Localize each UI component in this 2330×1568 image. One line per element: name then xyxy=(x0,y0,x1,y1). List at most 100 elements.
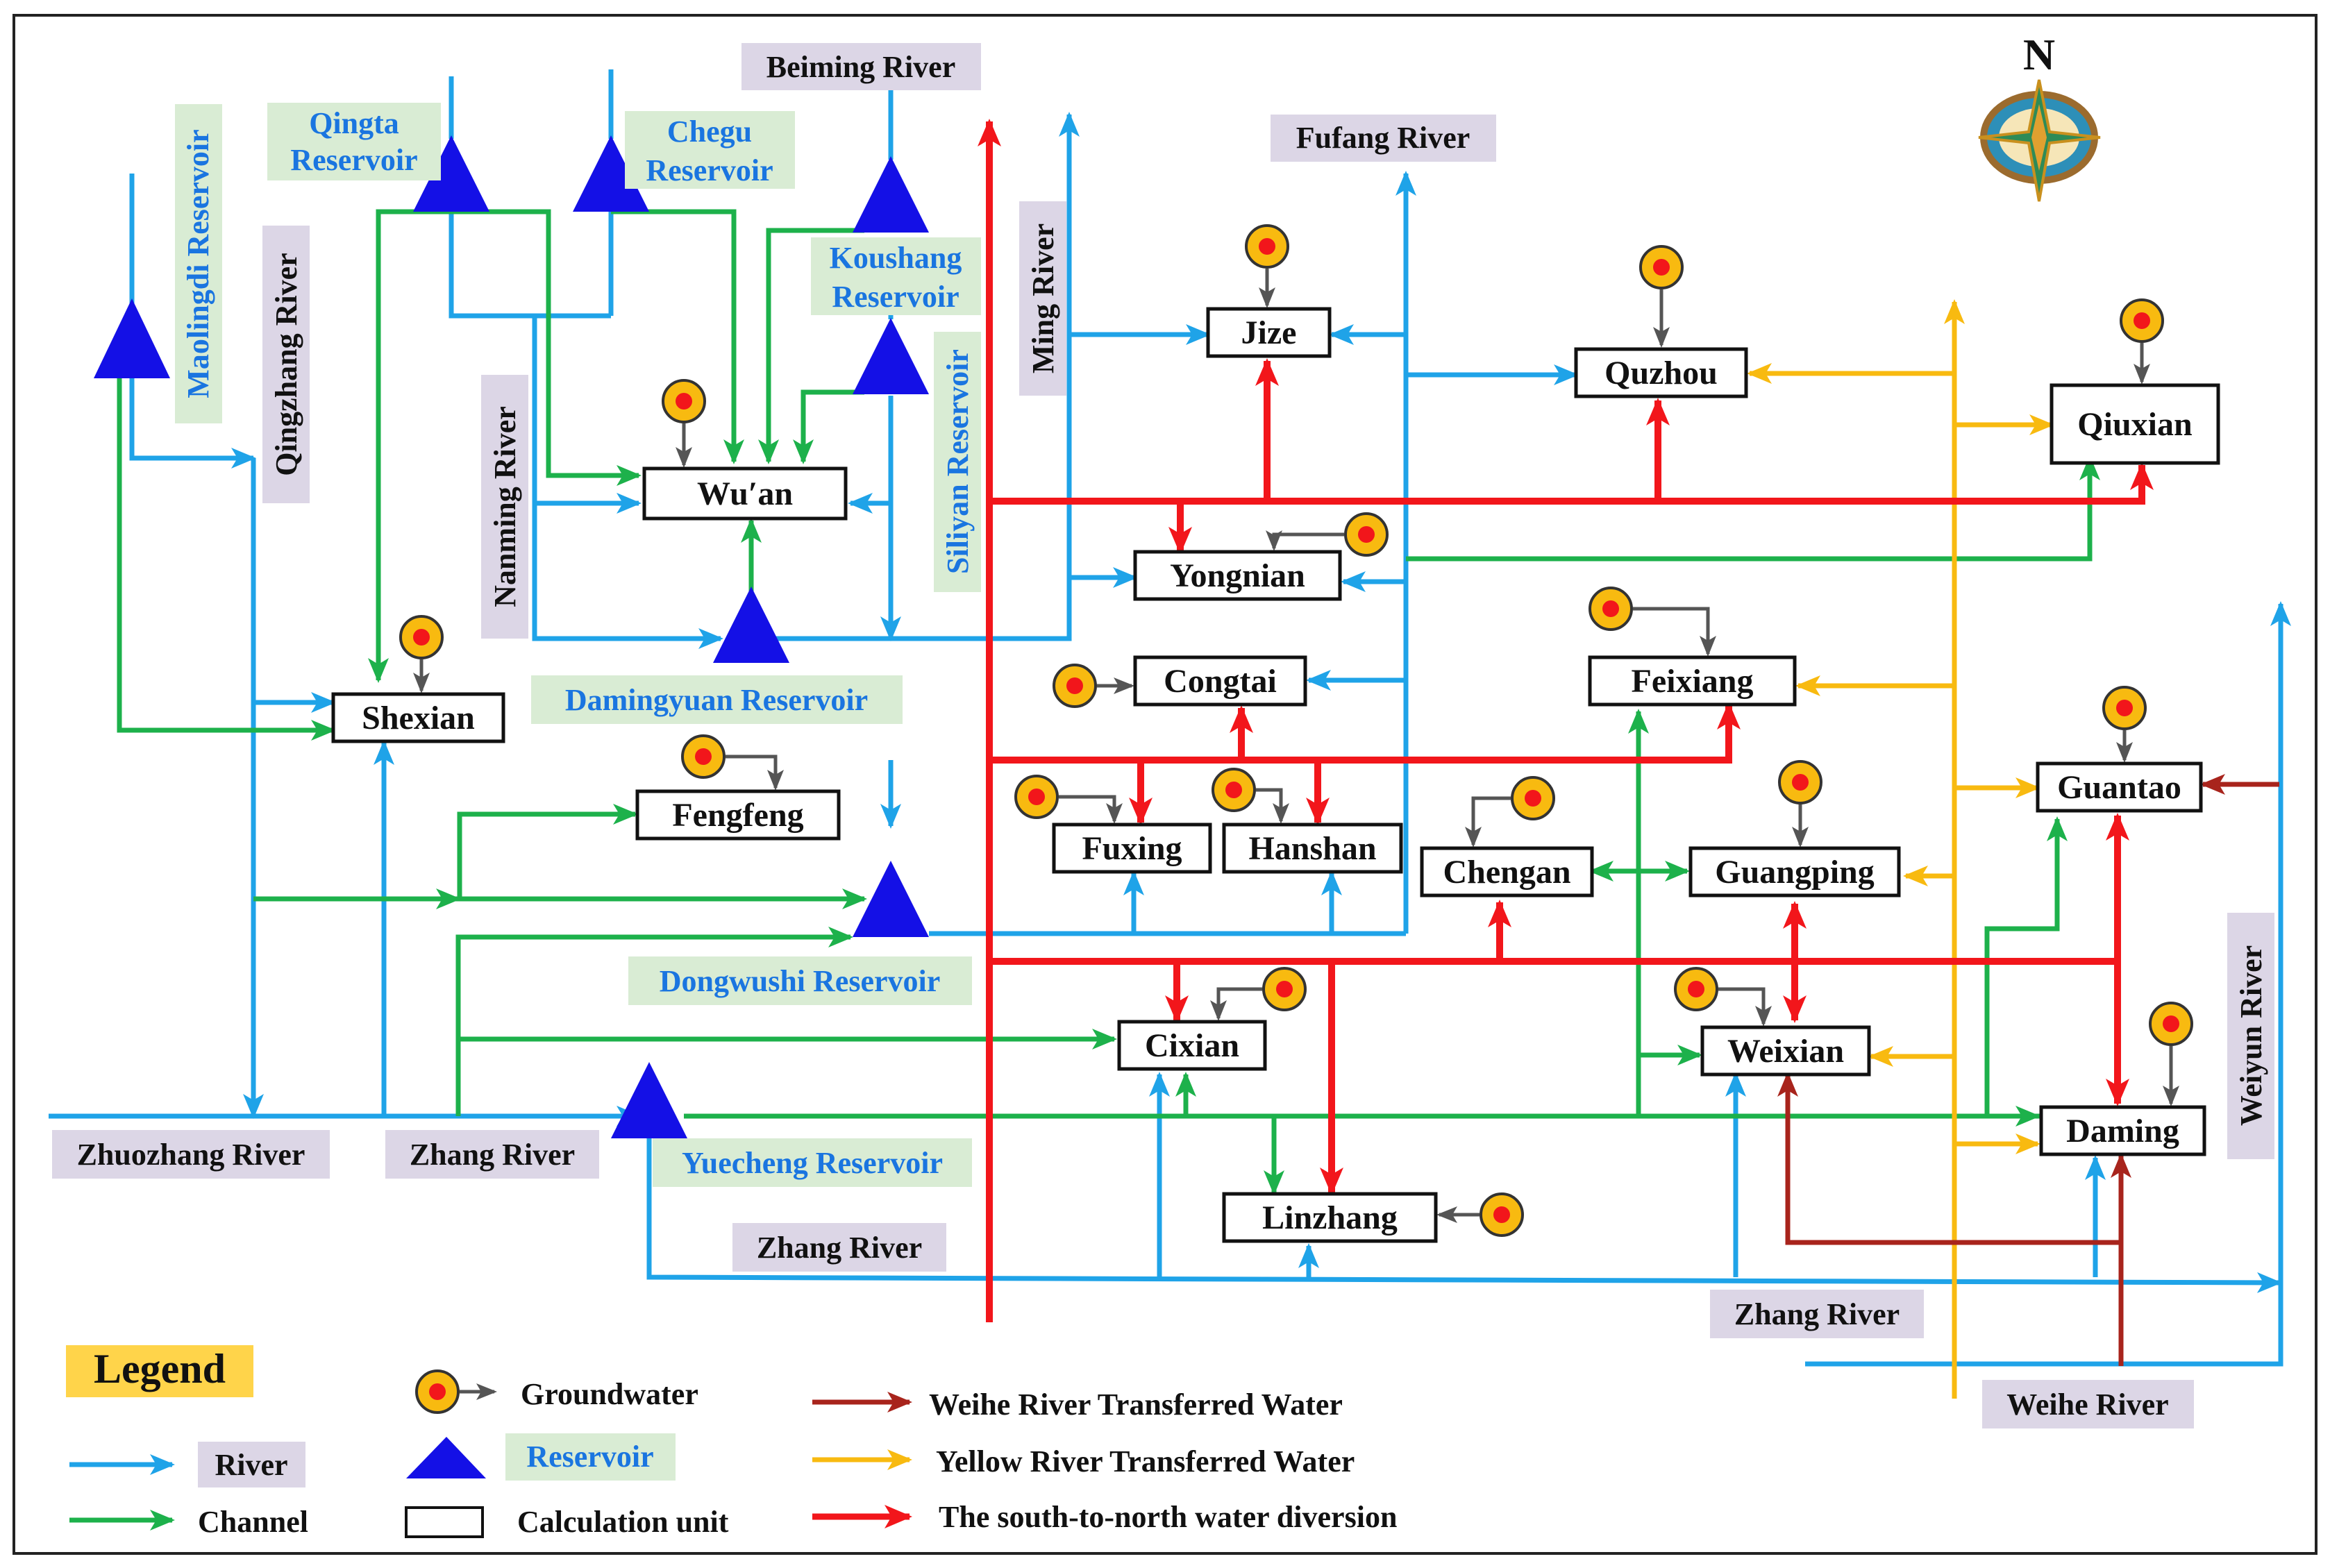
legend-reservoir-label: Reservoir xyxy=(526,1440,653,1474)
unit-box-shexian xyxy=(331,692,505,743)
qingzhang-label-bg xyxy=(262,226,310,503)
fufang-label-bg xyxy=(1271,115,1496,162)
unit-box-wuan xyxy=(642,466,848,521)
unit-box-weixian xyxy=(1700,1025,1871,1077)
siliyan-reservoir-icon xyxy=(853,318,929,394)
legend-title: Legend xyxy=(94,1346,226,1392)
unit-fuxing: Fuxing xyxy=(1052,823,1212,874)
channel-to-fengfeng xyxy=(457,804,638,899)
maolingdi-label: Maolingdi Reservoir xyxy=(181,129,215,398)
qingzhang-river-label: Qingzhang River xyxy=(269,253,303,475)
unit-box-linzhang xyxy=(1222,1192,1438,1243)
unit-wuan: Wu′an xyxy=(642,466,848,521)
unit-guangping: Guangping xyxy=(1688,846,1901,897)
dongwushi-label: Dongwushi Reservoir xyxy=(660,964,941,998)
groundwater-icon-fengfeng xyxy=(681,734,784,791)
qingta-to-shexian xyxy=(368,209,451,683)
chegu-to-wuan xyxy=(611,209,744,464)
qingta-label-bg xyxy=(267,103,441,180)
unit-shexian: Shexian xyxy=(331,692,505,743)
groundwater-icon-weixian xyxy=(1674,967,1772,1027)
channel-network xyxy=(117,209,2100,1195)
unit-box-jize xyxy=(1206,307,1332,358)
unit-daming: Daming xyxy=(2039,1105,2206,1156)
unit-box-qiuxian xyxy=(2050,383,2220,465)
legend-channel-label: Channel xyxy=(198,1505,308,1539)
groundwater-icon-cixian xyxy=(1210,967,1307,1021)
unit-label-hanshan: Hanshan xyxy=(1248,830,1376,867)
weihe-to-weixian xyxy=(1777,1072,2121,1245)
diagram-frame xyxy=(12,14,2318,1555)
legend-reservoir-icon xyxy=(406,1437,486,1478)
legend-unit-label: Calculation unit xyxy=(517,1505,729,1539)
koushang-label-bg xyxy=(811,237,981,315)
groundwater-icon-feixiang xyxy=(1589,587,1716,657)
unit-box-guantao xyxy=(2036,761,2203,813)
groundwater-icon-hanshan xyxy=(1212,768,1289,824)
unit-box-feixiang xyxy=(1588,655,1797,707)
channel-to-guantao xyxy=(1984,816,2068,1116)
koushang-to-wuan xyxy=(758,228,864,464)
legend-title-bg xyxy=(66,1345,253,1397)
nanming-lower xyxy=(532,503,723,649)
unit-label-shexian: Shexian xyxy=(362,700,475,736)
groundwater-icon-fuxing xyxy=(1014,775,1123,824)
groundwater-icon-linzhang xyxy=(1436,1192,1524,1237)
legend-groundwater-label: Groundwater xyxy=(521,1377,698,1411)
unit-fengfeng: Fengfeng xyxy=(635,789,841,841)
qingta-reservoir-icon xyxy=(413,135,489,212)
unit-label-cixian: Cixian xyxy=(1145,1027,1239,1064)
compass-north-label: N xyxy=(2023,30,2055,79)
compass-needle-icon xyxy=(2031,104,2047,171)
unit-label-congtai: Congtai xyxy=(1164,663,1277,700)
unit-label-quzhou: Quzhou xyxy=(1604,355,1718,391)
south-to-north-diversion xyxy=(978,119,2154,1322)
unit-box-fuxing xyxy=(1052,823,1212,874)
chegu-reservoir-icon xyxy=(573,135,649,212)
zhang-river-label-2: Zhang River xyxy=(757,1231,922,1265)
qingta-outflow xyxy=(449,208,611,319)
unit-label-feixiang: Feixiang xyxy=(1632,663,1754,700)
compass-rose: N xyxy=(1978,30,2101,202)
unit-box-cixian xyxy=(1117,1020,1267,1071)
groundwater-icon-yongnian xyxy=(1266,512,1389,557)
groundwater-icon-chengan xyxy=(1465,776,1555,848)
unit-jize: Jize xyxy=(1206,307,1332,358)
ming-river-label: Ming River xyxy=(1026,224,1060,373)
koushang-reservoir-icon xyxy=(853,156,929,233)
red-to-feixiang xyxy=(989,702,1741,764)
ming-label-bg xyxy=(1019,201,1066,396)
groundwater-icon-daming xyxy=(2149,1002,2193,1106)
unit-weixian: Weixian xyxy=(1700,1025,1871,1077)
groundwater-icon-shexian xyxy=(399,615,444,693)
unit-label-qiuxian: Qiuxian xyxy=(2077,406,2192,443)
beiming-river-label: Beiming River xyxy=(766,50,956,84)
unit-box-chengan xyxy=(1420,846,1594,897)
unit-quzhou: Quzhou xyxy=(1574,347,1748,398)
unit-label-wuan: Wu′an xyxy=(697,475,793,512)
yuecheng-label-bg xyxy=(653,1138,972,1187)
zhang-river-lower xyxy=(646,1138,2282,1293)
channel-to-dongwushi-2 xyxy=(455,927,853,1116)
chegu-label-line2: Reservoir xyxy=(646,153,773,187)
siliyan-to-wuan xyxy=(793,389,864,464)
legend-reservoir-bg xyxy=(505,1433,676,1481)
river-labels: Beiming River Fufang River Ming River Qi… xyxy=(52,43,2274,1428)
unit-box-guangping xyxy=(1688,846,1901,897)
unit-box-yongnian xyxy=(1133,550,1342,601)
zhang-river-label-1: Zhang River xyxy=(410,1138,575,1172)
maolingdi-reservoir-icon xyxy=(94,298,170,378)
chegu-label-bg xyxy=(625,111,795,189)
maolingdi-label-bg xyxy=(175,104,222,423)
beiming-label-bg xyxy=(741,43,981,90)
damingyuan-reservoir-icon xyxy=(713,587,789,663)
channel-to-qiuxian xyxy=(1406,455,2100,562)
unit-guantao: Guantao xyxy=(2036,761,2203,813)
zhuozhang-label-bg xyxy=(52,1130,330,1179)
groundwater-icon-guangping xyxy=(1778,760,1822,848)
weiyun-river-label: Weiyun River xyxy=(2234,945,2268,1126)
weiyun-label-bg xyxy=(2227,913,2274,1159)
qingta-to-wuan xyxy=(451,209,642,486)
